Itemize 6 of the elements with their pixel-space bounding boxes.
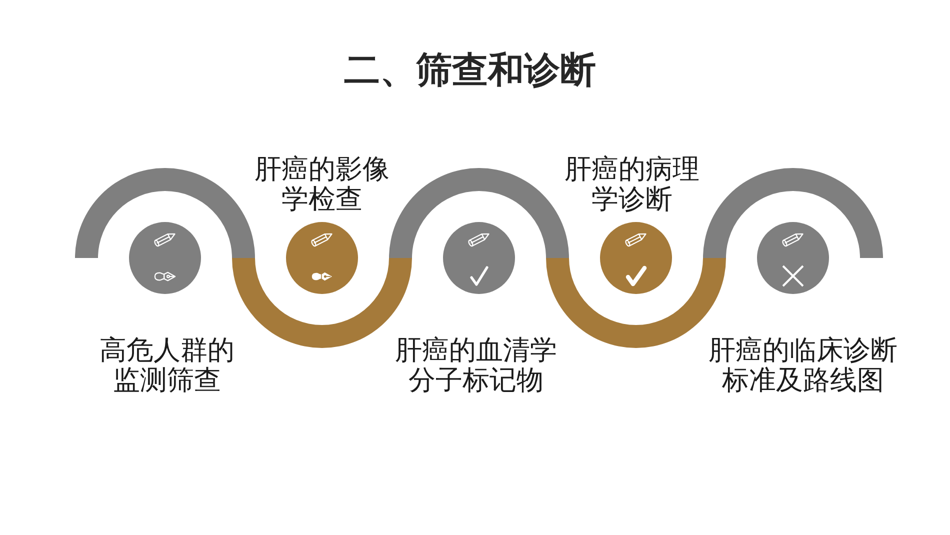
- step-caption: 肝癌的病理学诊断: [564, 155, 700, 215]
- step-caption: 肝癌的血清学分子标记物: [394, 336, 558, 396]
- step-caption: 肝癌的临床诊断标准及路线图: [708, 336, 898, 396]
- step-caption: 肝癌的影像学检查: [254, 155, 390, 215]
- step-caption: 高危人群的监测筛查: [98, 336, 236, 396]
- title: 二、筛查和诊断: [344, 49, 596, 93]
